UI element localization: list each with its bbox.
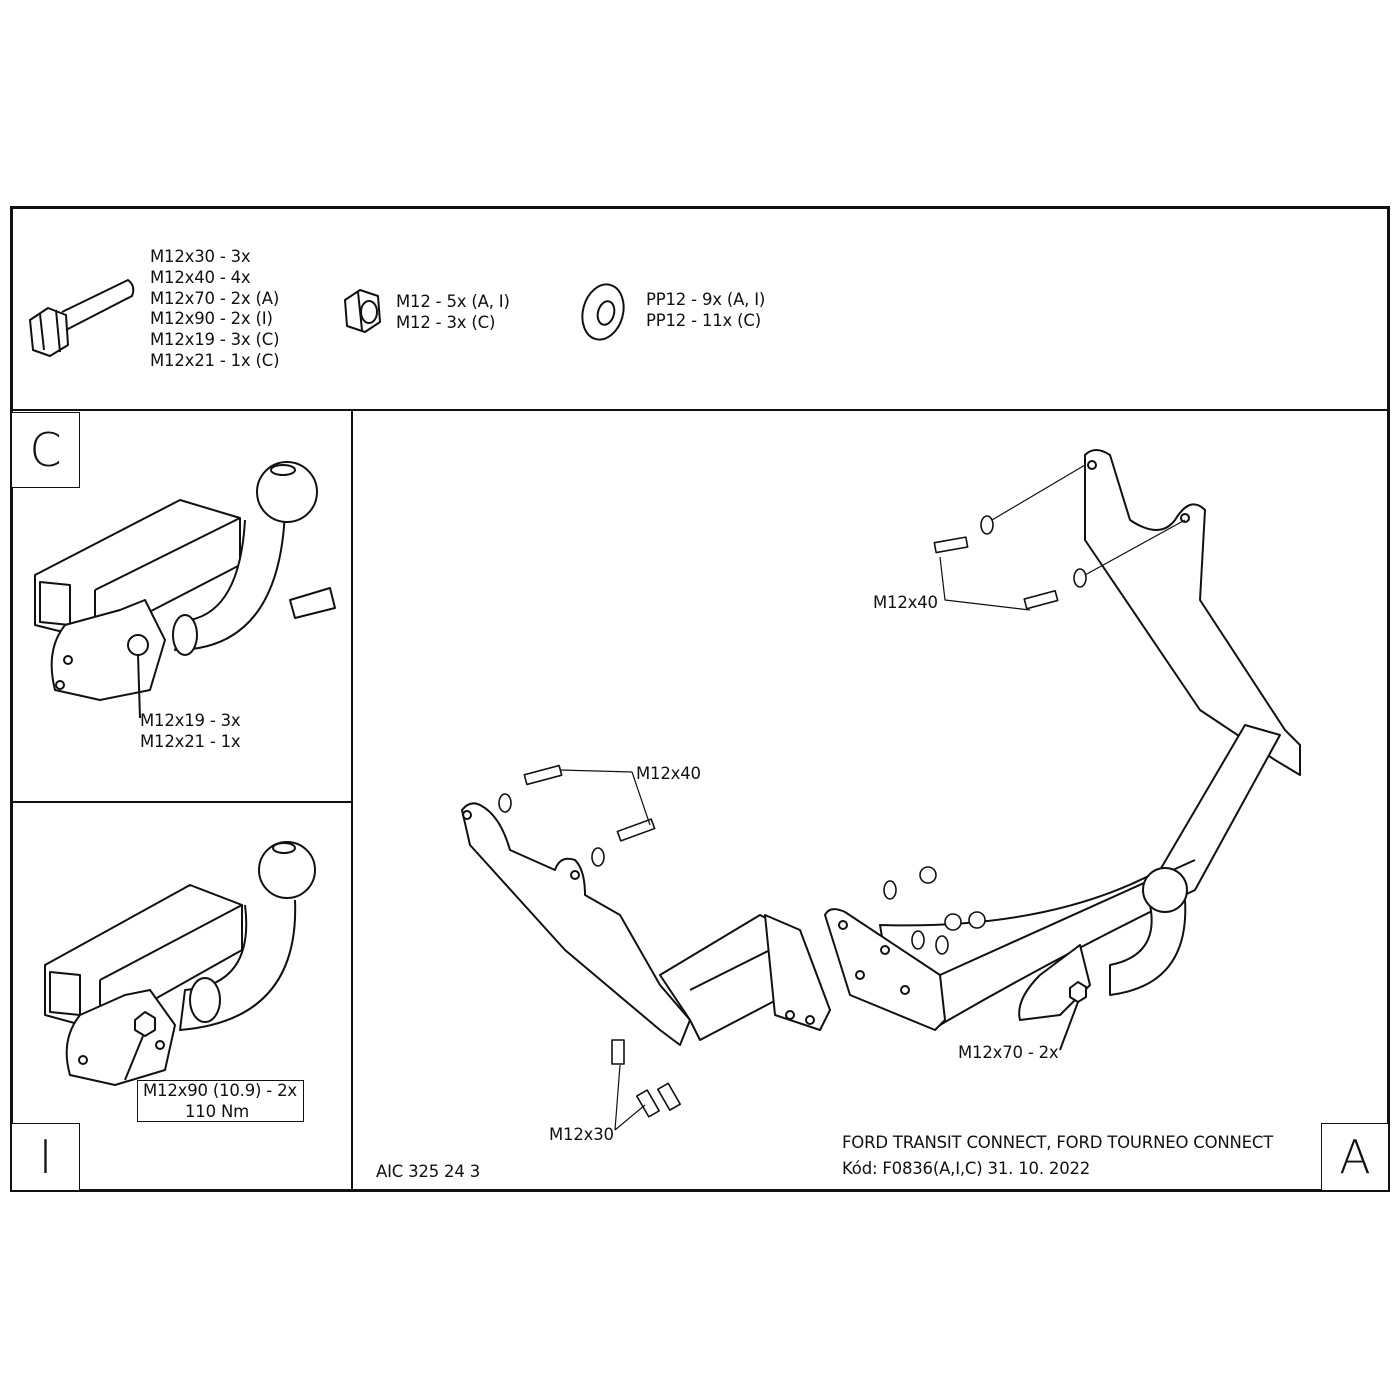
- divider: [10, 801, 352, 803]
- washer-spec: PP12 - 11x (C): [646, 311, 761, 330]
- callout-a-lower-bolts: M12x40: [636, 764, 701, 783]
- drawing-code: AIC 325 24 3: [376, 1162, 480, 1181]
- divider: [351, 410, 353, 1192]
- washer-icon: [581, 283, 625, 341]
- bolt-spec: M12x21 - 1x (C): [150, 351, 280, 370]
- callout-i-bolt: M12x90 (10.9) - 2x: [143, 1081, 297, 1100]
- torque-box: [137, 1080, 304, 1122]
- nut-icon: [344, 289, 381, 333]
- nut-spec: M12 - 5x (A, I): [396, 292, 510, 311]
- variant-tag-i: I: [11, 1123, 80, 1191]
- bolt-spec: M12x40 - 4x: [150, 268, 251, 287]
- variant-tag-a: A: [1321, 1123, 1389, 1191]
- variant-tag-c: C: [11, 412, 80, 488]
- towbar-a-drawing: [461, 449, 1301, 1131]
- callout-a-ball-bolts: M12x70 - 2x: [958, 1043, 1059, 1062]
- bolt-spec: M12x90 - 2x (I): [150, 309, 273, 328]
- bolt-spec: M12x30 - 3x: [150, 247, 251, 266]
- drawing-frame: [10, 206, 1390, 1192]
- callout-c-bolt: M12x21 - 1x: [140, 732, 241, 751]
- towbar-c-drawing: [34, 461, 336, 719]
- vehicle-name: FORD TRANSIT CONNECT, FORD TOURNEO CONNE…: [842, 1133, 1274, 1152]
- callout-i-torque: 110 Nm: [185, 1102, 249, 1121]
- towbar-i-drawing: [44, 841, 316, 1086]
- bolt-spec: M12x19 - 3x (C): [150, 330, 280, 349]
- callout-a-upper-bolts: M12x40: [873, 593, 938, 612]
- callout-a-front-bolts: M12x30: [549, 1125, 614, 1144]
- divider: [10, 409, 1390, 411]
- callout-c-bolt: M12x19 - 3x: [140, 711, 241, 730]
- washer-spec: PP12 - 9x (A, I): [646, 290, 766, 309]
- bolt-spec: M12x70 - 2x (A): [150, 289, 280, 308]
- nut-spec: M12 - 3x (C): [396, 313, 496, 332]
- code-date: Kód: F0836(A,I,C) 31. 10. 2022: [842, 1159, 1091, 1178]
- bolt-icon: [29, 279, 135, 357]
